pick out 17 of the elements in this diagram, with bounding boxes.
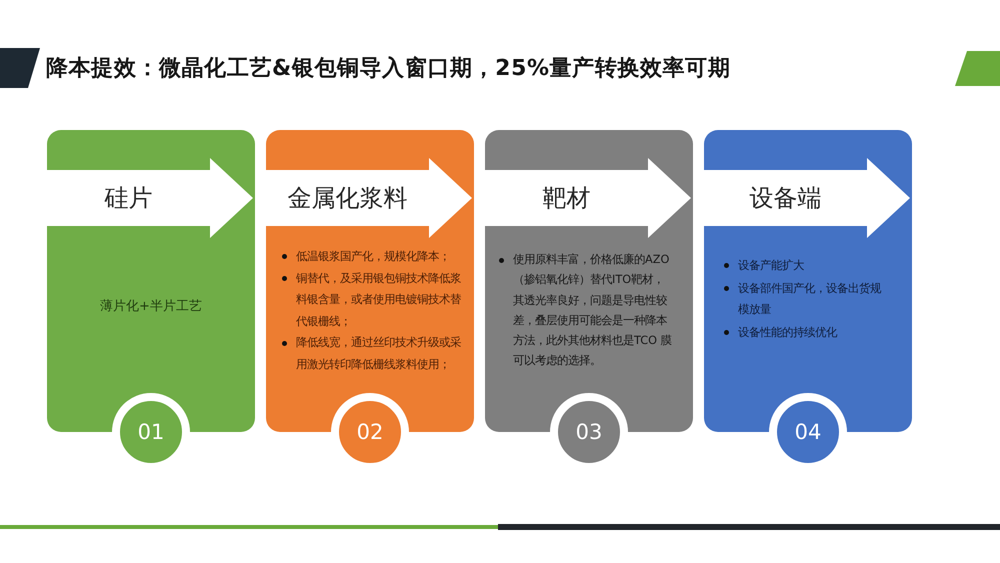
- step-number: 03: [576, 420, 602, 444]
- bullet-text: 设备性能的持续优化: [738, 325, 838, 341]
- bullet-text: 降低线宽，通过丝印技术升级或采用激光转印降低栅线浆料使用；: [296, 335, 462, 373]
- bullet-text: 设备产能扩大: [738, 258, 805, 274]
- step-title: 靶材: [542, 183, 592, 214]
- step-title: 金属化浆料: [286, 183, 408, 214]
- step-number: 01: [138, 420, 164, 444]
- step-title: 设备端: [748, 183, 822, 214]
- page-title: 降本提效：微晶化工艺&银包铜导入窗口期，25%量产转换效率可期: [46, 55, 730, 83]
- step-description: 薄片化+半片工艺: [99, 298, 203, 316]
- bullet-text: 设备部件国产化，设备出货规模放量: [738, 281, 882, 318]
- bullet-text: 铜替代，及采用银包铜技术降低浆料银含量，或者使用电镀铜技术替代银栅线；: [296, 270, 462, 330]
- bullet-text: 使用原料丰富，价格低廉的AZO（掺铝氧化锌）替代ITO靶材，其透光率良好，问题是导电性较差，叠层使用可能会是一种降本方法，此外其他材料也是TCO 膜可以考虑的选择。: [513, 252, 673, 370]
- bullet-text: 低温银浆国产化，规模化降本；: [296, 249, 451, 265]
- step-number: 02: [356, 420, 384, 444]
- step-title: 硅片: [104, 183, 154, 214]
- step-number: 04: [794, 420, 822, 444]
